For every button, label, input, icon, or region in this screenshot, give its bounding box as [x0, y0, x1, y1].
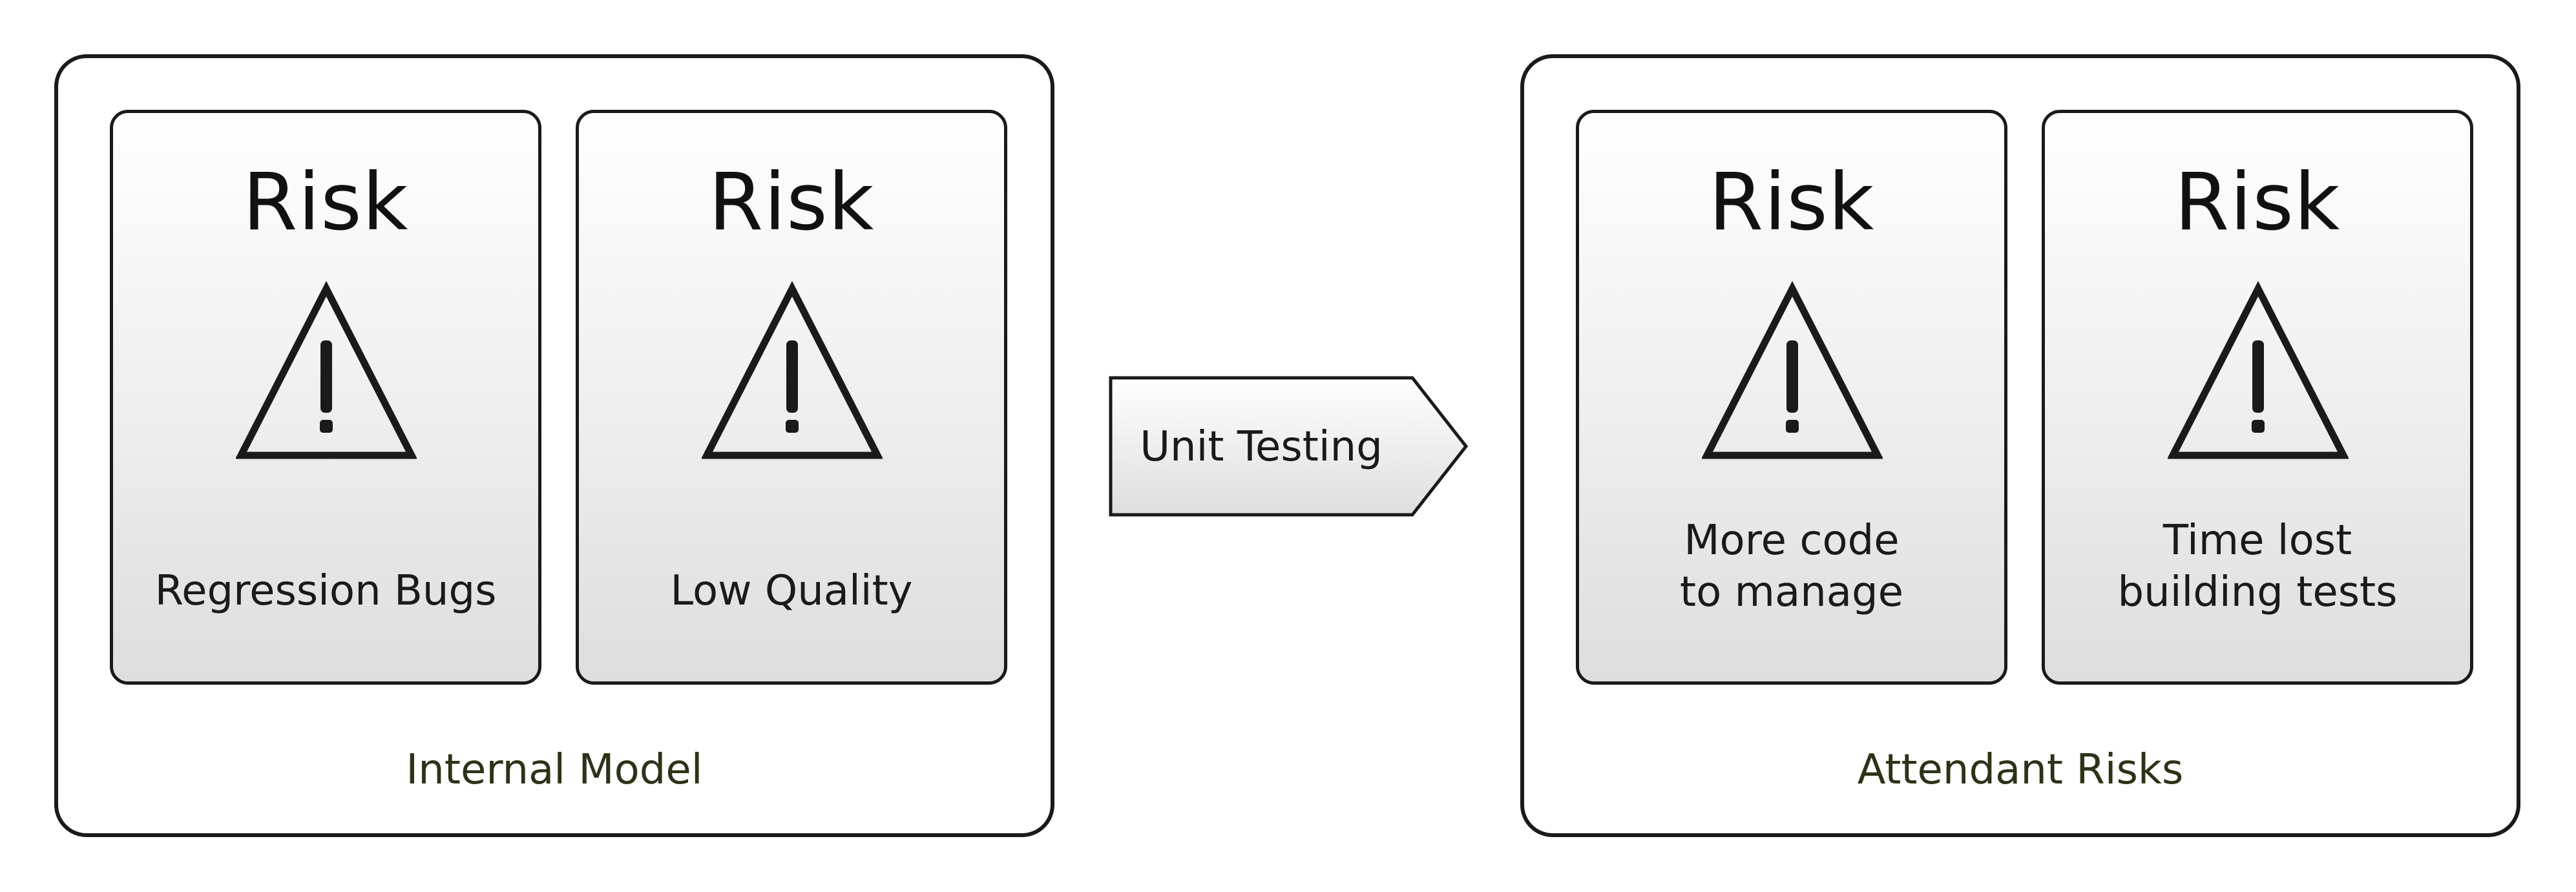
attendant-risks-group: Risk More code to manage Risk Time lost …: [1520, 54, 2520, 837]
risk-card-regression-bugs: Risk Regression Bugs: [110, 110, 541, 685]
risk-card-time-lost: Risk Time lost building tests: [2042, 110, 2473, 685]
warning-triangle-icon: [236, 281, 417, 459]
risk-card-label: Regression Bugs: [154, 567, 497, 615]
unit-testing-label: Unit Testing: [1140, 423, 1383, 471]
risk-card-title: Risk: [2174, 156, 2341, 248]
risk-card-title: Risk: [708, 156, 875, 248]
warning-triangle-icon: [2168, 281, 2349, 459]
risk-card-label: More code to manage: [1680, 517, 1903, 616]
warning-triangle-icon: [1702, 281, 1883, 459]
internal-model-group: Risk Regression Bugs Risk Low Quality In…: [54, 54, 1054, 837]
unit-testing-arrow: [1109, 376, 1468, 517]
risk-card-label: Low Quality: [670, 567, 913, 615]
risk-card-low-quality: Risk Low Quality: [576, 110, 1007, 685]
risk-card-more-code: Risk More code to manage: [1576, 110, 2007, 685]
risk-card-title: Risk: [1708, 156, 1875, 248]
warning-triangle-icon: [702, 281, 883, 459]
group-title-internal-model: Internal Model: [406, 746, 703, 794]
risk-card-label: Time lost building tests: [2117, 517, 2398, 616]
group-title-attendant-risks: Attendant Risks: [1857, 746, 2184, 794]
risk-card-title: Risk: [242, 156, 409, 248]
